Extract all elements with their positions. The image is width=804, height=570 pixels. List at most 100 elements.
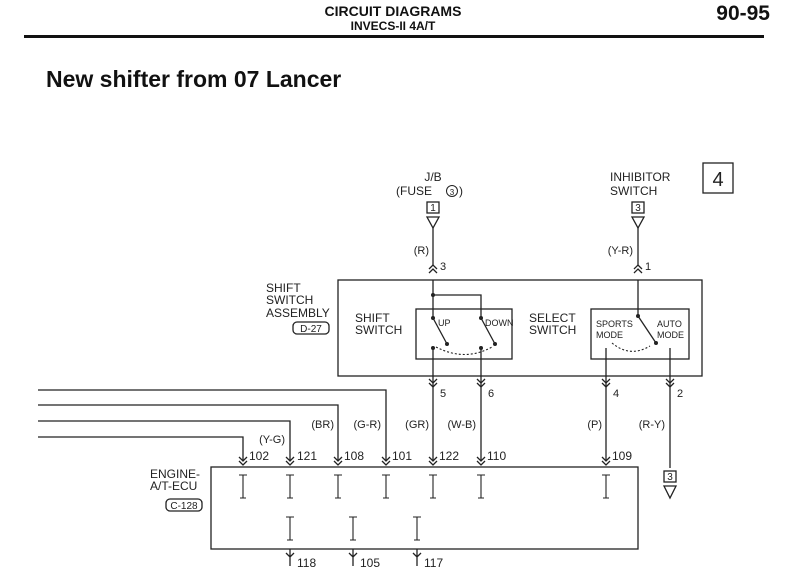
header-rule — [24, 35, 764, 38]
up-pivot-dot — [431, 316, 435, 320]
select-contact — [637, 315, 657, 344]
assembly-label-3: ASSEMBLY — [266, 306, 330, 320]
up-contact-dot — [445, 342, 449, 346]
ecu-pin-122: 122 — [439, 449, 459, 463]
jb-connector-box — [426, 201, 440, 214]
bottom-pin-117 — [412, 549, 422, 566]
shift-switch-box — [415, 308, 513, 360]
engine-at-ecu-box — [210, 466, 639, 550]
wire-color-gr: (GR) — [405, 419, 429, 431]
wire-121 — [38, 420, 291, 461]
select-switch-label-1: SELECT — [529, 311, 576, 325]
inhibitor-wire-color: (Y-R) — [608, 245, 633, 257]
inhibitor-connector-number: 3 — [635, 203, 641, 214]
ecu-pin-marker-101 — [381, 456, 391, 466]
down-contact — [480, 317, 496, 345]
inhibitor-pin-number: 1 — [645, 261, 651, 273]
pin-2-marker — [665, 378, 675, 388]
bottom-pin-label-118: 118 — [297, 556, 316, 570]
down-pivot-dot — [479, 316, 483, 320]
ecu-label-2: A/T-ECU — [150, 479, 197, 493]
ecu-pin-101: 101 — [392, 449, 412, 463]
auto-mode-label-1: AUTO — [657, 319, 682, 329]
ecu-pin-109: 109 — [612, 449, 632, 463]
shift-switch-label-1: SHIFT — [355, 311, 390, 325]
ecu-pin-marker-102 — [238, 456, 248, 466]
ecu-pin-marker-110 — [476, 456, 486, 466]
inhibitor-pin-marker — [633, 264, 643, 274]
up-contact — [432, 317, 448, 345]
down-label: DOWN — [485, 318, 514, 328]
ecu-pin-108: 108 — [344, 449, 364, 463]
inhibitor-connector-box — [631, 201, 645, 214]
bottom-pin-105 — [348, 549, 358, 566]
ground-connector-box — [663, 470, 677, 483]
down-terminal-dot — [479, 346, 483, 350]
fuse-label: (FUSE — [396, 184, 432, 198]
wire-color-g-r: (G-R) — [354, 419, 382, 431]
ecu-label-1: ENGINE- — [150, 467, 200, 481]
jb-pin-marker — [428, 264, 438, 274]
jb-connector-number: 1 — [430, 203, 436, 214]
jb-label: J/B — [424, 170, 441, 184]
wire-color-br: (BR) — [311, 419, 334, 431]
wire-color-p: (P) — [587, 419, 602, 431]
select-switch-box — [590, 308, 690, 360]
page-title: New shifter from 07 Lancer — [46, 66, 342, 92]
ecu-connector-tag — [165, 498, 203, 512]
fuse-close: ) — [459, 184, 463, 198]
assembly-connector-tag — [292, 321, 330, 335]
ecu-pin-marker-121 — [285, 456, 295, 466]
wire-color-y-g: (Y-G) — [259, 434, 285, 446]
auto-mode-label-2: MODE — [657, 330, 684, 340]
wire-101 — [38, 389, 387, 461]
ecu-connector-code: C-128 — [170, 501, 198, 512]
switch-pin-6: 6 — [488, 388, 494, 400]
pin-5-marker — [428, 378, 438, 388]
select-contact-dot — [654, 341, 658, 345]
bottom-pin-118 — [285, 549, 295, 566]
ecu-pin-102: 102 — [249, 449, 269, 463]
sports-mode-label-2: MODE — [596, 330, 623, 340]
ecu-pin-marker-109 — [601, 456, 611, 466]
inhibitor-label-2: SWITCH — [610, 184, 657, 198]
switch-pin-5: 5 — [440, 388, 446, 400]
down-contact-dot — [493, 342, 497, 346]
bottom-pin-label-105: 105 — [360, 556, 380, 570]
up-terminal-dot — [431, 346, 435, 350]
assembly-connector-code: D-27 — [300, 324, 322, 335]
fuse-number-circle — [446, 185, 458, 197]
wire-color-w-b: (W-B) — [447, 419, 476, 431]
sports-mode-label-1: SPORTS — [596, 319, 633, 329]
ground-connector-number: 3 — [667, 472, 673, 483]
ecu-pin-marker-108 — [333, 456, 343, 466]
jb-connector-arrow — [425, 216, 441, 230]
section-title: CIRCUIT DIAGRAMS — [324, 3, 462, 19]
shift-branch-wire — [433, 294, 482, 318]
select-switch-label-2: SWITCH — [529, 323, 576, 337]
select-linkage — [611, 342, 651, 352]
shift-switch-label-2: SWITCH — [355, 323, 402, 337]
ecu-pin-marker-122 — [428, 456, 438, 466]
wire-108 — [38, 404, 339, 461]
pin-6-marker — [476, 378, 486, 388]
ecu-pin-110: 110 — [487, 449, 506, 463]
inhibitor-connector-arrow — [630, 216, 646, 230]
bottom-pin-label-117: 117 — [424, 556, 443, 570]
switch-pin-2: 2 — [677, 388, 683, 400]
diagram-number-box — [702, 162, 734, 194]
wire-102 — [38, 436, 244, 461]
shift-junction-dot — [431, 293, 435, 297]
wire-color-r-y: (R-Y) — [639, 419, 665, 431]
jb-pin-number: 3 — [440, 261, 446, 273]
switch-pin-4: 4 — [613, 388, 619, 400]
up-label: UP — [438, 318, 451, 328]
page-number: 90-95 — [716, 2, 770, 25]
inhibitor-label-1: INHIBITOR — [610, 170, 671, 184]
pin-4-marker — [601, 378, 611, 388]
ground-connector-arrow — [662, 485, 678, 500]
shift-linkage — [435, 346, 493, 356]
shift-switch-assembly-box — [337, 279, 703, 377]
ecu-pin-121: 121 — [297, 449, 317, 463]
